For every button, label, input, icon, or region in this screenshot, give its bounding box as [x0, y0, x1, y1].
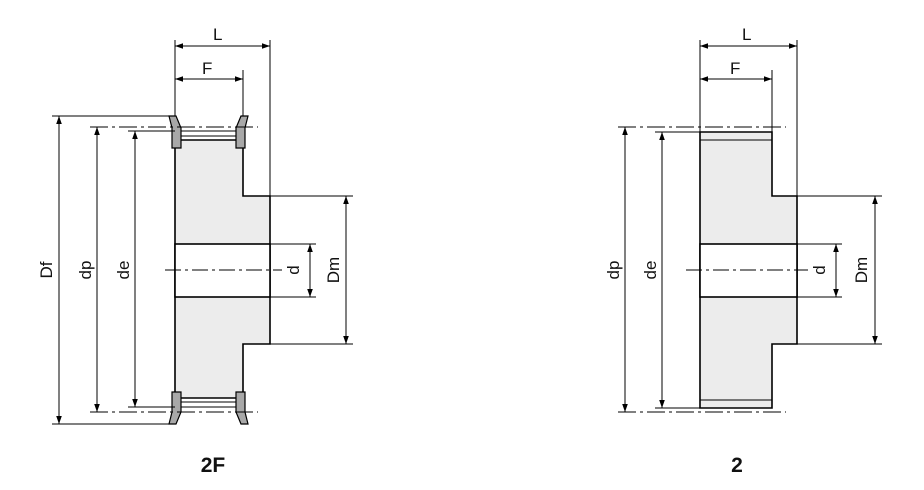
caption-2: 2 [731, 454, 743, 477]
dim-label-de: de [641, 261, 660, 280]
caption-2f: 2F [201, 454, 226, 477]
pulley-2f-flange-right-top [235, 115, 249, 149]
dim-label-de: de [114, 261, 133, 280]
dim-label-dm: Dm [852, 257, 871, 283]
pulley-2f-drawing: L F Df dp de d Dm 2F [37, 25, 353, 477]
pulley-2f-flange-left-top [168, 115, 182, 149]
pulley-2f-flange-left-bottom [168, 391, 182, 425]
dim-label-dp: dp [76, 261, 95, 280]
dim-label-df: Df [37, 261, 56, 278]
dim-label-f: F [730, 59, 740, 78]
dim-label-f: F [202, 59, 212, 78]
pulley-2-drawing: L F dp de d Dm 2 [604, 25, 882, 477]
dim-label-l: L [213, 25, 222, 44]
dim-label-d: d [810, 265, 829, 274]
dim-label-l: L [742, 25, 751, 44]
dim-label-dp: dp [604, 261, 623, 280]
dim-label-dm: Dm [324, 257, 343, 283]
pulley-2f-flange-right-bottom [235, 391, 249, 425]
dim-label-d: d [284, 265, 303, 274]
